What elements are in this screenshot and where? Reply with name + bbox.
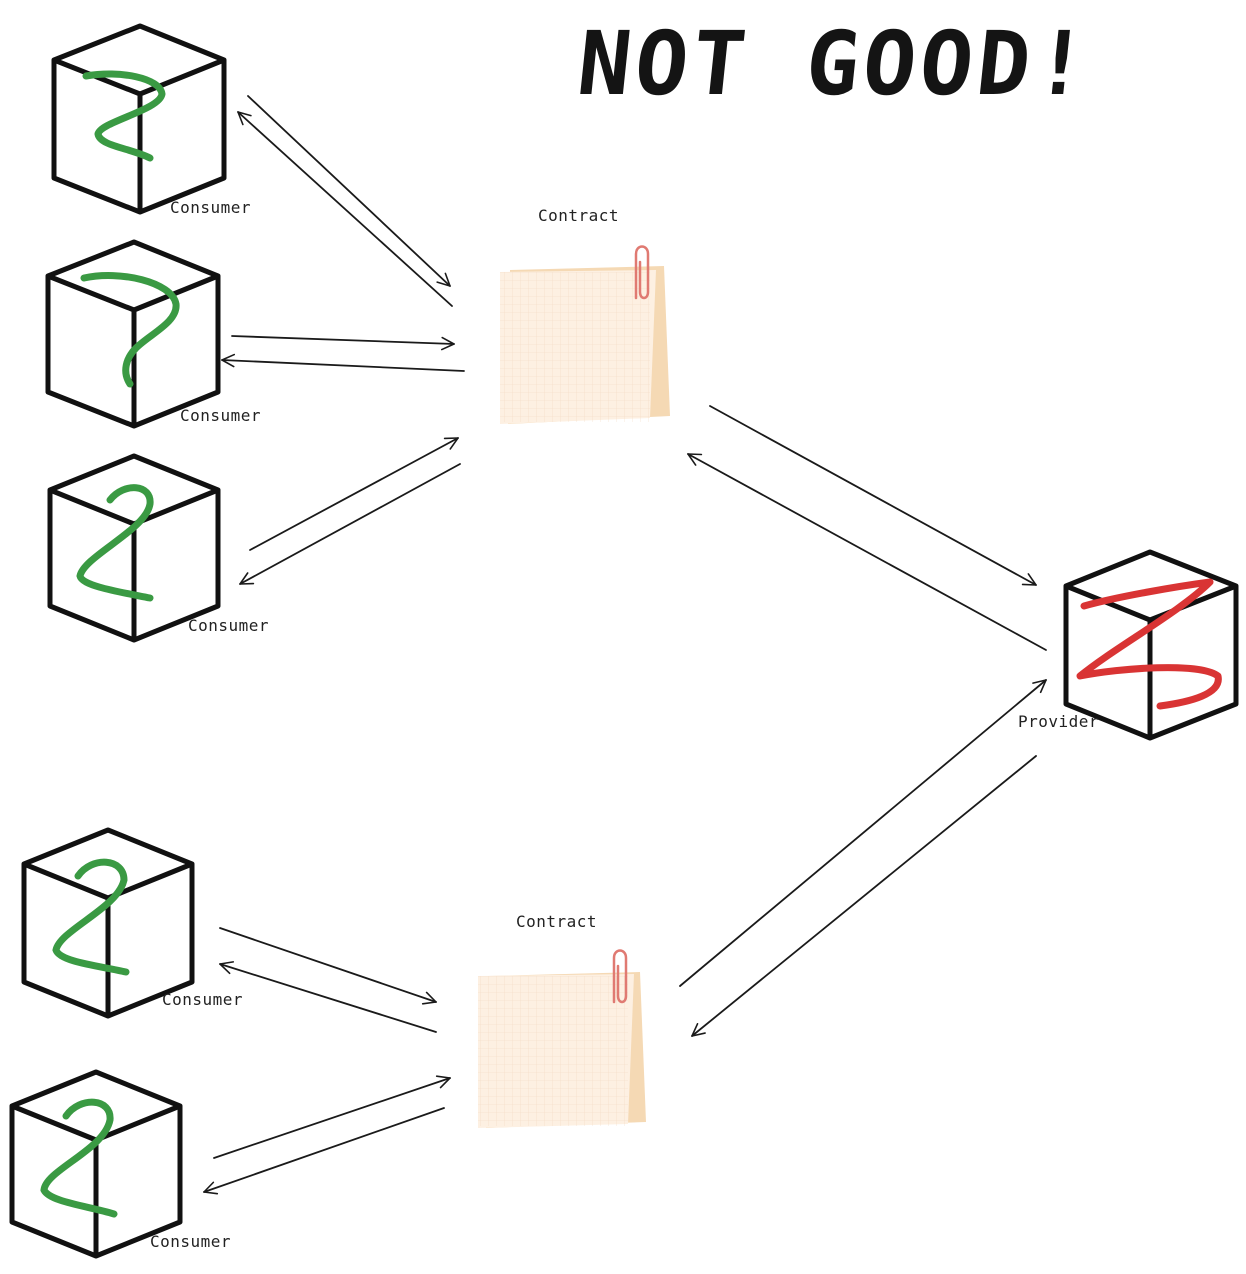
contract-note-1 — [500, 245, 670, 424]
arrow-consumer4-to-contract2 — [219, 927, 437, 1005]
cube-icon — [21, 827, 195, 1019]
version-mark-2 — [40, 1098, 118, 1218]
arrow-contract2-to-consumer4 — [219, 961, 437, 1033]
consumer-cube-3 — [47, 453, 221, 643]
consumer-label: Consumer — [188, 616, 270, 635]
arrow-provider-to-contract2 — [691, 755, 1037, 1037]
consumer-label: Consumer — [162, 990, 244, 1009]
contract-note-2 — [478, 949, 646, 1128]
cube-icon — [47, 453, 221, 643]
arrow-consumer5-to-contract2 — [213, 1075, 451, 1159]
contract-label: Contract — [516, 912, 598, 931]
sticky-note-icon — [500, 266, 670, 424]
paperclip-icon — [612, 949, 628, 1004]
page-title: NOT GOOD! — [572, 12, 1097, 115]
cube-icon — [1063, 549, 1239, 741]
arrow-consumer1-to-contract1 — [247, 95, 451, 287]
consumer-label: Consumer — [180, 406, 262, 425]
provider-cube — [1063, 549, 1239, 741]
provider-label: Provider — [1018, 712, 1100, 731]
consumer-cube-5 — [9, 1069, 183, 1259]
consumer-label: Consumer — [170, 198, 252, 217]
sticky-note-icon — [478, 972, 646, 1128]
consumer-cube-1 — [51, 23, 227, 215]
version-mark-2 — [76, 484, 154, 602]
version-mark-2 — [52, 858, 130, 976]
consumer-label: Consumer — [150, 1232, 232, 1251]
arrow-contract2-to-provider — [679, 679, 1047, 987]
contract-label: Contract — [538, 206, 620, 225]
version-mark-question — [80, 272, 180, 388]
consumer-cube-2 — [45, 239, 221, 429]
arrow-contract1-to-consumer1 — [237, 111, 453, 307]
version-mark-2 — [82, 70, 166, 162]
arrow-contract1-to-consumer2 — [221, 353, 465, 372]
arrow-provider-to-contract1 — [687, 453, 1047, 651]
arrow-contract1-to-provider — [709, 405, 1037, 586]
connector-arrows — [203, 95, 1047, 1195]
arrow-consumer3-to-contract1 — [249, 437, 459, 551]
version-mark-3 — [1076, 578, 1222, 710]
paperclip-icon — [634, 245, 650, 300]
consumer-cube-4 — [21, 827, 195, 1019]
arrow-consumer2-to-contract1 — [231, 335, 455, 351]
arrow-contract2-to-consumer5 — [203, 1107, 445, 1195]
cube-icon — [51, 23, 227, 215]
arrow-contract1-to-consumer3 — [239, 463, 461, 585]
cube-icon — [45, 239, 221, 429]
